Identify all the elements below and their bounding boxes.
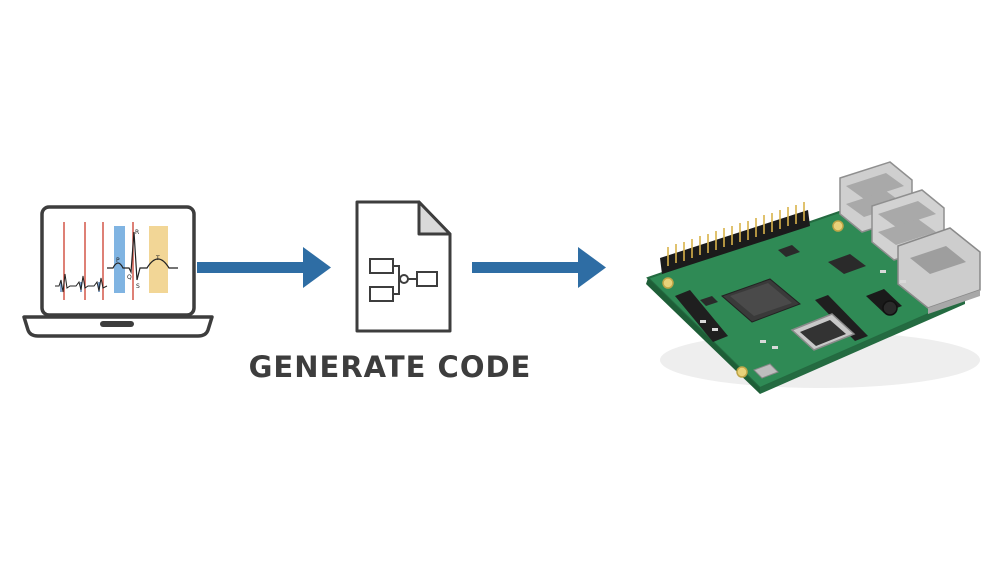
wave-label-r: R: [135, 229, 139, 236]
arrow-right-icon: [197, 247, 331, 288]
wave-label-q: Q: [127, 274, 132, 281]
wave-label-t: T: [155, 255, 160, 262]
arrow-right-icon: [472, 247, 606, 288]
wave-label-p: P: [116, 257, 120, 264]
generate-code-caption: GENERATE CODE: [248, 350, 532, 384]
laptop-ecg-icon: P R Q S T: [22, 205, 214, 338]
wave-label-s: S: [136, 283, 140, 290]
block-diagram-document-icon: [355, 200, 452, 333]
raspberry-pi-board-icon: [646, 161, 981, 394]
